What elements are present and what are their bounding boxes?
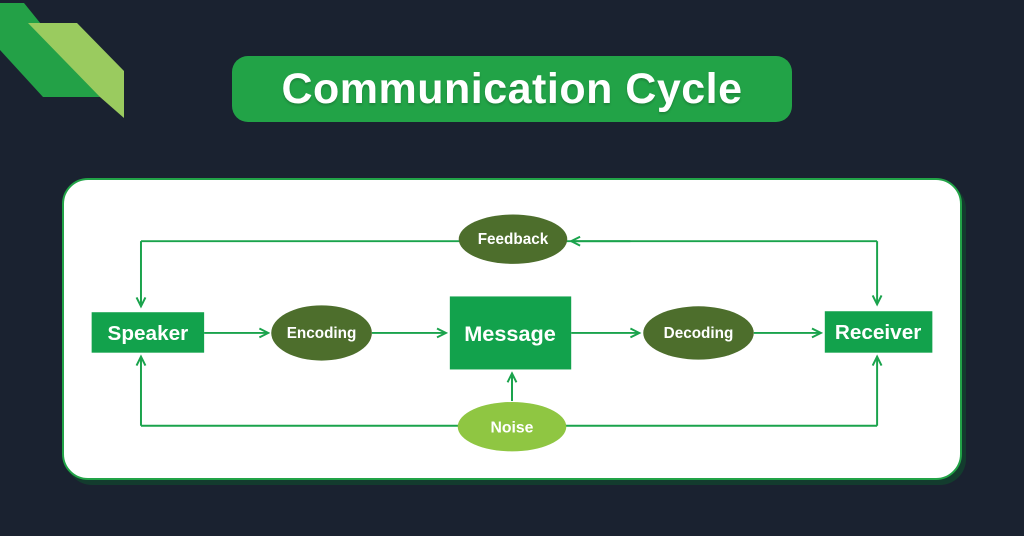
ribbon-light-stripe	[28, 23, 124, 118]
node-message	[449, 296, 572, 370]
diagram-card: Speaker Encoding Message Decoding Receiv…	[62, 178, 962, 480]
node-feedback	[458, 214, 568, 264]
title-banner: Communication Cycle	[232, 56, 792, 122]
label-decoding: Decoding	[664, 325, 734, 342]
label-noise: Noise	[491, 420, 534, 437]
page-title: Communication Cycle	[281, 64, 743, 113]
label-message: Message	[464, 321, 556, 346]
node-receiver	[824, 311, 933, 353]
label-encoding: Encoding	[287, 325, 357, 342]
node-encoding	[271, 305, 372, 361]
label-speaker: Speaker	[108, 322, 189, 345]
ribbon-dark-stripe	[0, 3, 100, 97]
label-feedback: Feedback	[478, 231, 549, 248]
corner-ribbon-decoration	[0, 3, 124, 118]
node-noise	[457, 402, 567, 452]
node-speaker	[91, 312, 205, 353]
flowchart: Speaker Encoding Message Decoding Receiv…	[91, 214, 933, 452]
label-receiver: Receiver	[835, 321, 921, 344]
node-decoding	[643, 306, 754, 360]
